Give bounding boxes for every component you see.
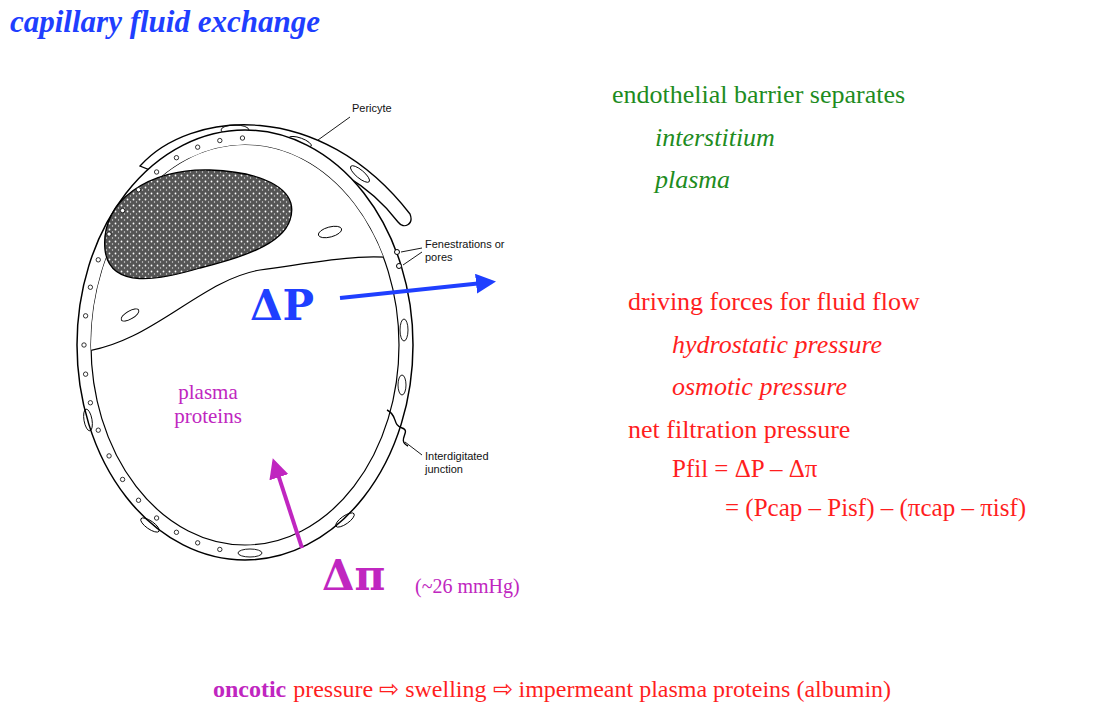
oncotic-arrow <box>274 462 302 548</box>
nucleus <box>105 170 292 279</box>
title: capillary fluid exchange <box>10 4 320 40</box>
organelles <box>82 224 408 557</box>
junction <box>387 410 408 446</box>
heading-text: driving forces for fluid flow <box>628 287 920 317</box>
part-label: Fenestrations or pores <box>425 238 520 263</box>
leader-lines <box>318 117 422 455</box>
hydrostatic-arrow <box>340 282 492 298</box>
pressure-symbol: Δπ <box>322 552 385 600</box>
formula: Pfil = ΔP – Δπ <box>672 455 817 484</box>
list-item: osmotic pressure <box>672 372 847 402</box>
value-label: (~26 mmHg) <box>415 575 520 598</box>
pressure-symbol: ΔP <box>250 282 314 330</box>
list-item: hydrostatic pressure <box>672 330 882 360</box>
list-item: plasma <box>655 165 730 195</box>
formula: = (Pcap – Pisf) – (πcap – πisf) <box>725 494 1026 523</box>
fenestrations <box>395 250 402 269</box>
endothelial-wall <box>77 130 413 560</box>
heading-text: net filtration pressure <box>628 415 850 445</box>
caveolae <box>82 136 245 552</box>
part-label: Pericyte <box>352 102 392 115</box>
list-item: interstitium <box>655 123 775 153</box>
bottom-note: oncoticpressure ⇨ swelling ⇨ impermeant … <box>0 676 1104 704</box>
note-keyword: oncotic <box>213 676 286 704</box>
heading-text: endothelial barrier separates <box>612 80 905 110</box>
note-text: pressure ⇨ swelling ⇨ impermeant plasma … <box>293 676 891 704</box>
part-label: Interdigitated junction <box>425 450 510 475</box>
lumen-label: plasma proteins <box>168 380 248 428</box>
